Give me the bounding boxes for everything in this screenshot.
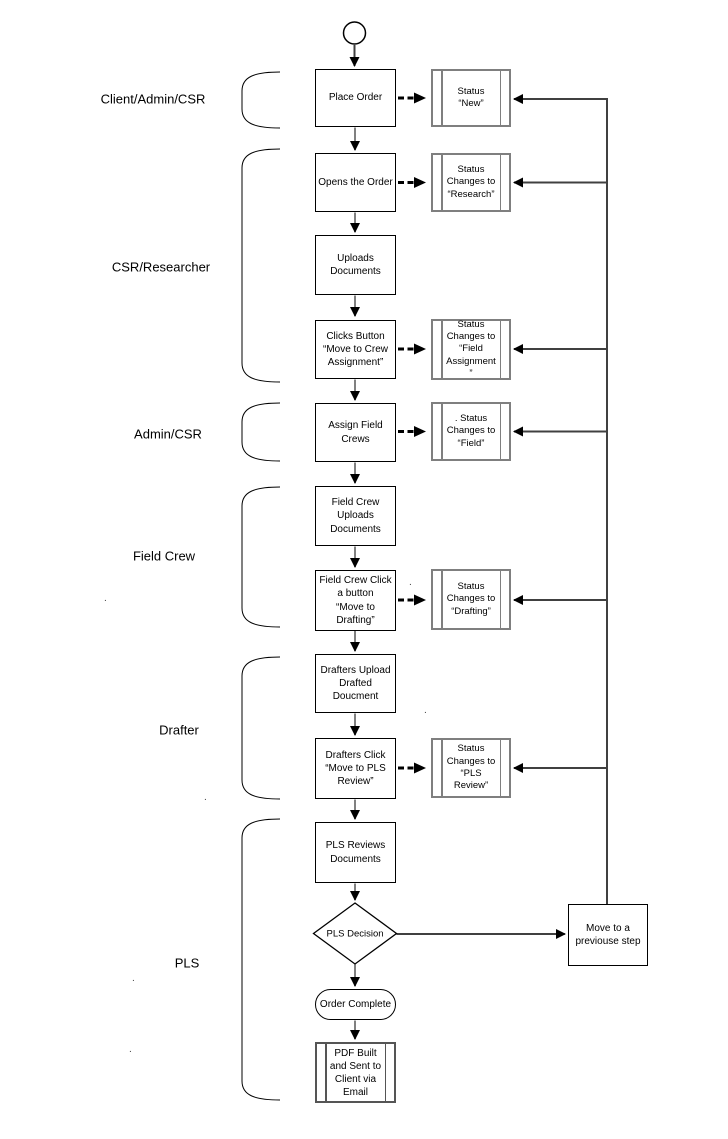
status-new: Status “New” xyxy=(431,69,511,127)
lane-label-client-admin-csr: Client/Admin/CSR xyxy=(100,91,206,107)
lane-label-field-crew: Field Crew xyxy=(132,548,196,564)
brace-drafter xyxy=(241,656,281,800)
process-pls-reviews: PLS Reviews Documents xyxy=(315,822,396,883)
brace-client-admin-csr xyxy=(241,71,281,129)
status-pls-review: Status Changes to “PLS Review” xyxy=(431,738,511,798)
terminator-order-complete: Order Complete xyxy=(315,989,396,1020)
start-circle xyxy=(342,21,367,45)
feedback-connectors xyxy=(513,94,608,904)
decision-label: PLS Decision xyxy=(326,928,384,940)
brace-pls xyxy=(241,818,281,1101)
process-move-previous-step: Move to a previouse step xyxy=(568,904,648,966)
stray-dot: . xyxy=(409,577,412,588)
brace-csr-researcher xyxy=(241,148,281,383)
lane-braces xyxy=(241,71,281,1101)
process-field-crew-click: Field Crew Click a button “Move to Draft… xyxy=(315,570,396,631)
stray-dot: . xyxy=(104,593,107,604)
process-opens-order: Opens the Order xyxy=(315,153,396,212)
process-drafters-click: Drafters Click “Move to PLS Review” xyxy=(315,738,396,799)
decision-diamond xyxy=(312,902,398,965)
stray-dot: . xyxy=(129,1044,132,1055)
brace-field-crew xyxy=(241,486,281,628)
process-assign-field-crews: Assign Field Crews xyxy=(315,403,396,462)
lane-label-admin-csr: Admin/CSR xyxy=(134,426,202,442)
lane-label-drafter: Drafter xyxy=(159,722,199,738)
status-dashed-arrows xyxy=(398,92,426,774)
process-drafters-upload: Drafters Upload Drafted Doucment xyxy=(315,654,396,713)
flow-connectors xyxy=(349,45,360,1040)
process-field-crew-uploads: Field Crew Uploads Documents xyxy=(315,486,396,546)
subprocess-pdf-built: PDF Built and Sent to Client via Email xyxy=(315,1042,396,1103)
stray-dot: . xyxy=(424,705,427,716)
lane-label-pls: PLS xyxy=(174,955,200,971)
process-uploads-documents: Uploads Documents xyxy=(315,235,396,295)
status-drafting: Status Changes to “Drafting” xyxy=(431,569,511,630)
process-clicks-move-crew: Clicks Button “Move to Crew Assignment” xyxy=(315,320,396,379)
status-field-assignment: Status Changes to “Field Assignment ” xyxy=(431,319,511,380)
lane-label-csr-researcher: CSR/Researcher xyxy=(111,259,211,275)
status-research: Status Changes to “Research” xyxy=(431,153,511,212)
stray-dot: . xyxy=(132,973,135,984)
process-place-order: Place Order xyxy=(315,69,396,127)
brace-admin-csr xyxy=(241,402,281,462)
status-field: . Status Changes to “Field” xyxy=(431,402,511,461)
stray-dot: . xyxy=(204,792,207,803)
